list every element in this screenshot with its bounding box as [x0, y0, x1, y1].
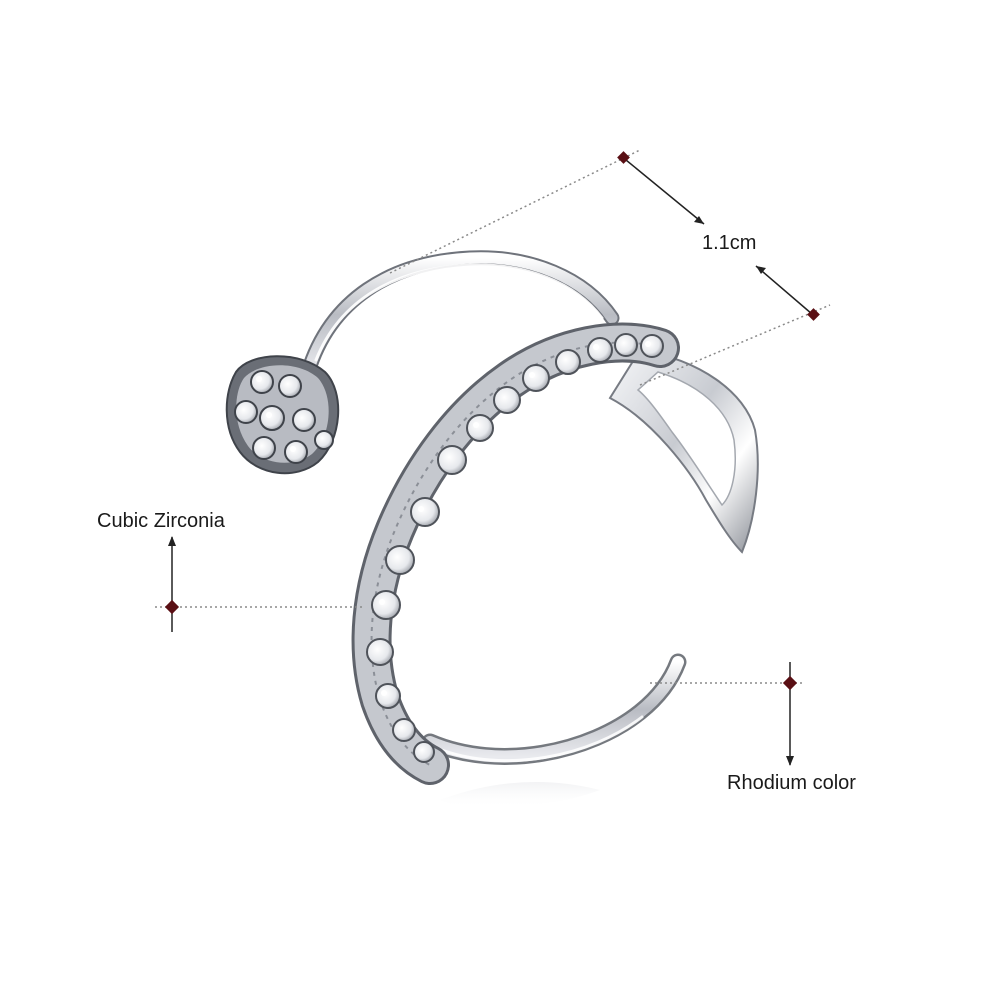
- ring-reflection: [440, 782, 600, 809]
- stone-label: Cubic Zirconia: [97, 510, 225, 532]
- finish-callout: [650, 662, 805, 766]
- size-label: 1.1cm: [702, 232, 757, 254]
- finish-label: Rhodium color: [727, 772, 856, 794]
- marker-icon: [807, 308, 820, 321]
- flower-cluster: [225, 355, 340, 475]
- marker-icon: [782, 675, 798, 691]
- dimension-annotation: [389, 149, 831, 386]
- marker-icon: [164, 599, 180, 615]
- stone-callout: [155, 536, 365, 632]
- pave-stones: [366, 333, 664, 763]
